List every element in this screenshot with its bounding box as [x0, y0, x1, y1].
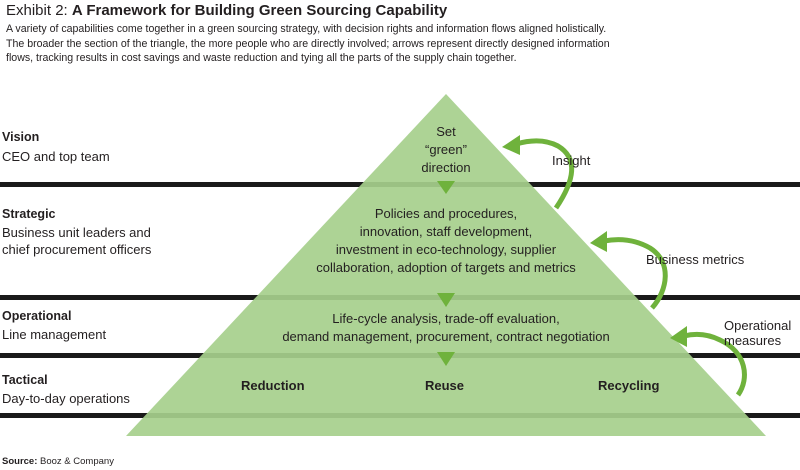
caption-line: A variety of capabilities come together …	[6, 23, 607, 35]
operational-text: Life-cycle analysis, trade-off evaluatio…	[246, 310, 646, 346]
source-note: Source: Booz & Company	[2, 456, 114, 467]
vision-text-line: Set	[436, 124, 456, 139]
down-arrow-3	[437, 352, 455, 366]
operational-text-line: Life-cycle analysis, trade-off evaluatio…	[332, 311, 560, 326]
insight-arrowhead	[502, 135, 520, 155]
operational-measures-arrowhead	[670, 326, 687, 347]
tactical-item-reduction: Reduction	[241, 378, 305, 393]
vision-text: Set “green” direction	[396, 123, 496, 177]
business-metrics-arrow	[603, 237, 668, 310]
tactical-item-reuse: Reuse	[425, 378, 465, 393]
tier-desc-operational: Line management	[2, 326, 106, 343]
tier-desc-line: Day-to-day operations	[2, 391, 130, 406]
tier-desc-strategic: Business unit leaders and chief procurem…	[2, 224, 151, 258]
tier-desc-vision: CEO and top team	[2, 148, 110, 165]
operational-measures-line: measures	[724, 333, 782, 348]
tier-desc-line: CEO and top team	[2, 149, 110, 164]
tier-name-operational: Operational	[2, 309, 72, 323]
tier-desc-line: chief procurement officers	[2, 242, 152, 257]
vision-text-line: direction	[421, 160, 471, 175]
operational-text-line: demand management, procurement, contract…	[282, 329, 610, 344]
tier-desc-line: Business unit leaders and	[2, 225, 151, 240]
vision-text-line: “green”	[425, 142, 467, 157]
strategic-text-line: innovation, staff development,	[359, 224, 533, 239]
tactical-item-recycling: Recycling	[598, 378, 660, 393]
tier-name-vision: Vision	[2, 130, 40, 144]
exhibit-heading: A Framework for Building Green Sourcing …	[71, 2, 448, 19]
pyramid-triangle	[126, 94, 766, 436]
strategic-text-line: Policies and procedures,	[374, 206, 518, 221]
operational-measures-label: Operational measures	[724, 318, 791, 348]
operational-measures-arrow	[683, 331, 747, 397]
operational-measures-line: Operational	[724, 318, 792, 333]
business-metrics-arrowhead	[590, 231, 607, 252]
business-metrics-label: Business metrics	[646, 252, 745, 267]
tier-name-strategic: Strategic	[2, 207, 56, 221]
down-arrow-2	[437, 293, 455, 307]
strategic-text: Policies and procedures, innovation, sta…	[296, 205, 596, 277]
exhibit-number: Exhibit 2:	[6, 2, 68, 19]
strategic-text-line: collaboration, adoption of targets and m…	[316, 260, 576, 275]
tier-desc-tactical: Day-to-day operations	[2, 390, 130, 407]
exhibit-caption: A variety of capabilities come together …	[6, 22, 796, 66]
source-text: Booz & Company	[40, 456, 114, 467]
exhibit-title: Exhibit 2: A Framework for Building Gree…	[6, 2, 447, 20]
tier-name-tactical: Tactical	[2, 373, 48, 387]
down-arrow-1	[437, 181, 455, 194]
strategic-text-line: investment in eco-technology, supplier	[335, 242, 557, 257]
caption-line: The broader the section of the triangle,…	[6, 37, 610, 50]
caption-line: flows, tracking results in cost savings …	[6, 52, 517, 64]
insight-label: Insight	[552, 153, 591, 168]
source-label: Source:	[2, 456, 38, 467]
tier-desc-line: Line management	[2, 327, 107, 342]
insight-arrow	[515, 138, 575, 210]
